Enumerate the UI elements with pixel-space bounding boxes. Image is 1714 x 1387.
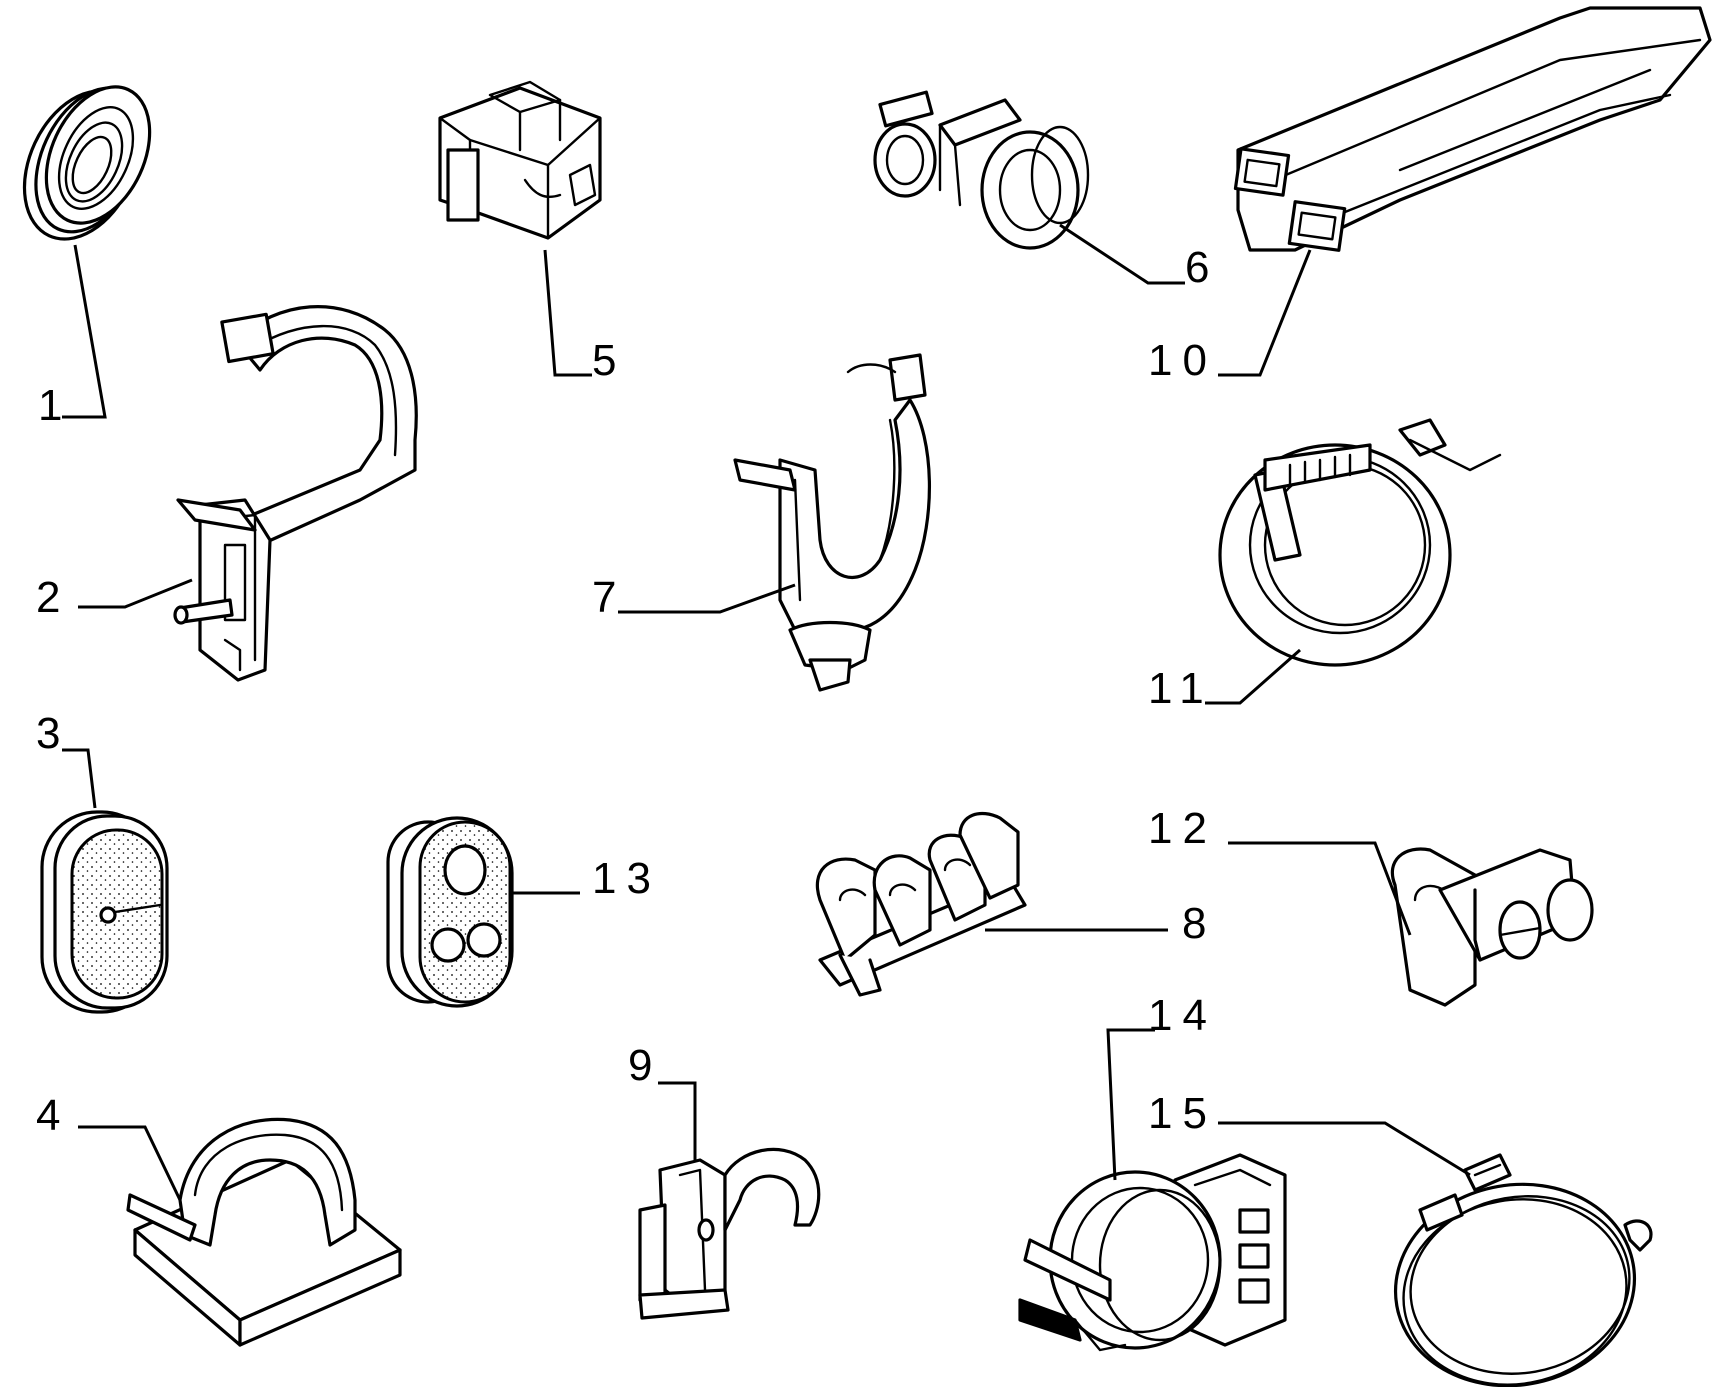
leader-line-11 — [1205, 648, 1301, 705]
cable-sheath-icon — [1233, 6, 1712, 252]
leader-line-2 — [78, 578, 193, 609]
callout-5: 5 — [592, 336, 626, 385]
callout-9: 9 — [628, 1041, 662, 1090]
push-in-clip-icon — [733, 353, 931, 692]
oval-grommet-icon — [40, 810, 169, 1014]
callout-4: 4 — [36, 1091, 70, 1140]
leader-line-5 — [543, 249, 592, 377]
retaining-clip-icon — [438, 80, 602, 240]
leader-line-3 — [62, 748, 97, 809]
double-hose-clip-icon — [873, 90, 1090, 250]
leader-line-12 — [1228, 841, 1412, 936]
adhesive-cable-mount-icon — [126, 1117, 402, 1347]
grommet-icon — [22, 85, 152, 241]
callout-8: 8 — [1182, 899, 1216, 948]
callout-1: 1 — [38, 381, 72, 430]
callout-10: 10 — [1148, 336, 1217, 385]
callout-labels: 1 2 3 4 5 6 7 8 9 10 11 12 13 14 15 — [36, 243, 1219, 1140]
callout-12: 12 — [1148, 804, 1217, 853]
leader-line-9 — [658, 1081, 697, 1160]
triple-pipe-clip-icon — [815, 812, 1027, 997]
leader-lines — [62, 223, 1471, 1201]
callout-3: 3 — [36, 709, 70, 758]
cable-tie-clamp-icon — [1218, 418, 1502, 667]
band-clamp-icon — [1393, 1153, 1653, 1387]
callout-6: 6 — [1185, 243, 1219, 292]
leader-line-7 — [618, 583, 796, 614]
leader-line-15 — [1218, 1121, 1471, 1177]
leader-line-6 — [1059, 223, 1185, 285]
callout-15: 15 — [1148, 1089, 1217, 1138]
leader-line-4 — [78, 1125, 182, 1201]
callout-14: 14 — [1148, 991, 1217, 1040]
hose-clamp-bracket-icon — [1018, 1153, 1287, 1352]
bracket-clip-icon — [173, 305, 418, 682]
pipe-clip-icon — [638, 1147, 821, 1320]
callout-7: 7 — [592, 573, 626, 622]
leader-line-14 — [1106, 1028, 1155, 1181]
callout-13: 13 — [592, 854, 661, 903]
callout-11: 11 — [1148, 664, 1214, 713]
pipe-holder-icon — [1390, 847, 1594, 1007]
leader-line-10 — [1218, 249, 1312, 377]
three-hole-grommet-icon — [386, 816, 514, 1008]
callout-2: 2 — [36, 573, 70, 622]
leader-line-1 — [62, 244, 107, 419]
